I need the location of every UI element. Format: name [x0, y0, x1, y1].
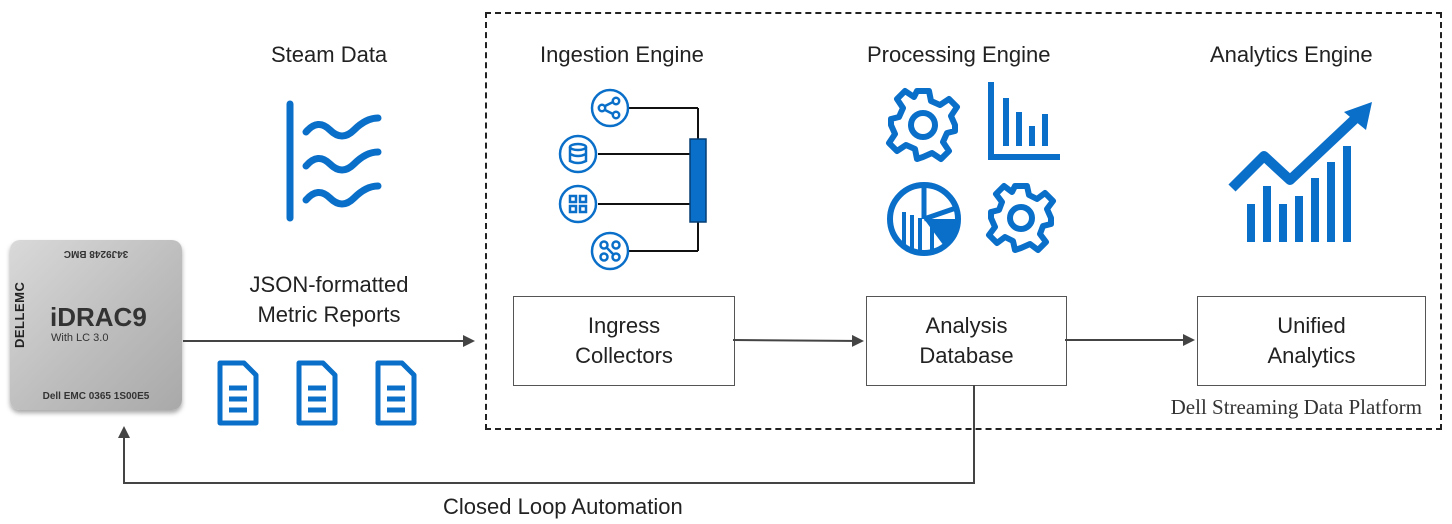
metric-reports-label: JSON-formatted Metric Reports [214, 270, 444, 330]
unified-analytics-box: Unified Analytics [1197, 296, 1426, 386]
qr-code-icon [558, 184, 598, 224]
chip-title: iDRAC9 [50, 302, 147, 332]
unified-analytics-line1: Unified [1277, 313, 1346, 338]
pie-chart-icon [887, 182, 961, 256]
processing-engine-heading: Processing Engine [867, 42, 1051, 67]
trend-up-chart-icon [1228, 102, 1372, 242]
platform-label: Dell Streaming Data Platform [1170, 395, 1422, 419]
idrac-chip: 34J9248 BMC DELLEMC iDRAC9 With LC 3.0 D… [10, 240, 182, 410]
metric-reports-line2: Metric Reports [257, 302, 401, 327]
unified-analytics-line2: Analytics [1267, 343, 1356, 368]
ingestion-engine-heading: Ingestion Engine [540, 42, 704, 67]
analysis-database-line1: Analysis [925, 313, 1008, 338]
gear-icon [886, 88, 960, 162]
ingestion-bus-bar [689, 138, 707, 223]
streaming-data-platform-boundary: Dell Streaming Data Platform [485, 12, 1442, 430]
chip-serial: Dell EMC 0365 1S00E5 [42, 391, 150, 402]
ingress-collectors-box: Ingress Collectors [513, 296, 735, 386]
stream-data-heading: Steam Data [271, 42, 388, 67]
document-icon [217, 360, 259, 426]
analysis-database-line2: Database [919, 343, 1014, 368]
database-icon [558, 134, 598, 174]
arrow-ingress-to-analysis [732, 334, 864, 347]
ingress-collectors-line2: Collectors [575, 343, 673, 368]
ingestion-connectors [598, 107, 699, 252]
share-icon [590, 88, 630, 128]
metric-reports-line1: JSON-formatted [249, 272, 409, 297]
stream-waves-icon [286, 100, 382, 222]
bar-chart-icon [988, 82, 1060, 160]
document-icon [375, 360, 417, 426]
closed-loop-label: Closed Loop Automation [443, 494, 683, 519]
closed-loop-arrow [118, 385, 975, 484]
chip-subtitle: With LC 3.0 [51, 332, 109, 344]
network-icon [590, 231, 630, 271]
gear-icon [986, 183, 1056, 253]
ingress-collectors-line1: Ingress [587, 313, 661, 338]
analysis-database-box: Analysis Database [866, 296, 1067, 386]
document-icon [296, 360, 338, 426]
analytics-engine-heading: Analytics Engine [1210, 42, 1373, 67]
